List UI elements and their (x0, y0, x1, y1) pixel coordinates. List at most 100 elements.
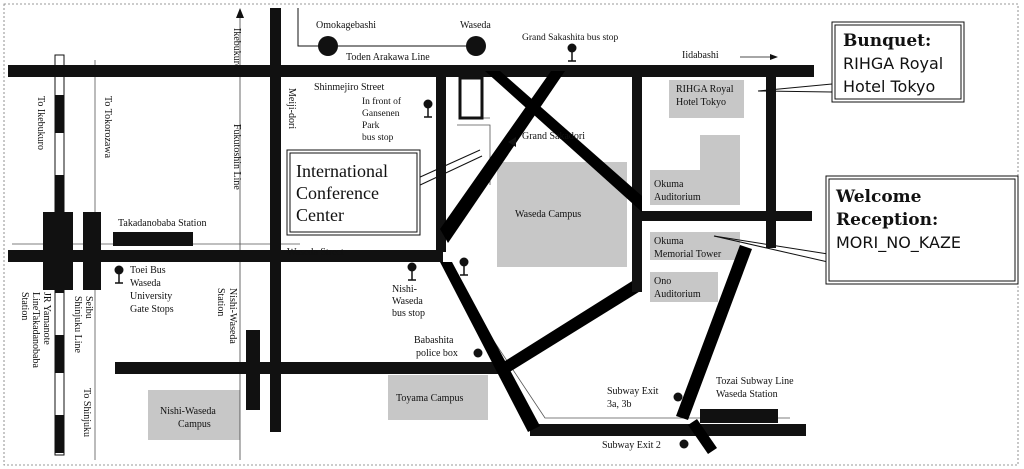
nishi-waseda-bus-label-2: Waseda (392, 296, 423, 307)
toei-bus-label-3: University (130, 291, 172, 302)
nishi-waseda-station-label-1: Nishi-Waseda (227, 288, 238, 344)
toden-line-track (297, 8, 476, 47)
gansenen-label-1: In front of (362, 96, 402, 107)
waseda-campus-label: Waseda Campus (515, 209, 581, 220)
takadanobaba-platform (113, 232, 193, 246)
jr-label-1: JR Yamanote (41, 292, 52, 345)
okuma-auditorium-label-2: Auditorium (654, 192, 701, 203)
conference-title-1: International (296, 161, 388, 181)
okuma-tower-label-2: Memorial Tower (654, 249, 722, 260)
rihga-side-road (766, 70, 776, 248)
grand-sakashita-bus-stop-icon (567, 43, 577, 62)
conference-title-3: Center (296, 205, 344, 225)
okuma-auditorium-building (650, 135, 740, 205)
meiji-inner-box (458, 76, 484, 120)
ikebukuro-top-label: Ikebukuro (231, 28, 242, 69)
okuma-cross-road (640, 211, 812, 221)
shinmejiro-street (8, 65, 814, 77)
rihga-label-2: Hotel Tokyo (676, 97, 726, 108)
grand-sakadori-label: Grand Sakadori (522, 131, 585, 142)
nishi-waseda-bus-stop-icon (407, 262, 417, 281)
welcome-callout: Welcome Reception: MORI_NO_KAZE (713, 175, 1019, 285)
grand-sakashita-label: Grand Sakashita bus stop (522, 33, 619, 43)
jr-label-2: LineTakadanobaba (30, 292, 41, 368)
grand-sakadori-pointer-icon (508, 137, 516, 147)
welcome-venue: MORI_NO_KAZE (836, 233, 961, 253)
iidabashi-label: Iidabashi (682, 50, 719, 61)
banquet-title: Bunquet: (843, 31, 931, 51)
subway-exit-3-label-2: 3a, 3b (607, 399, 631, 410)
nishi-waseda-campus-label-1: Nishi-Waseda (160, 406, 216, 417)
rihga-building (669, 80, 744, 118)
okuma-tower-building (650, 232, 740, 260)
subway-exit-3-label-1: Subway Exit (607, 386, 659, 397)
conference-title-2: Conference (296, 183, 379, 203)
banquet-callout: Bunquet: RIHGA Royal Hotel Tokyo (757, 21, 965, 103)
toyama-campus-label: Toyama Campus (396, 393, 463, 404)
waseda-tram-label: Waseda (460, 20, 491, 31)
campus-east-road (632, 212, 642, 292)
welcome-title-2: Reception: (836, 210, 938, 230)
meiji-dori-label: Meiji-dori (286, 88, 297, 129)
tozai-bottom-road (530, 424, 806, 436)
jr-label-3: Station (19, 292, 30, 320)
tozai-platform (700, 409, 778, 423)
nishi-waseda-platform (246, 330, 260, 410)
omokagebashi-label: Omokagebashi (316, 20, 376, 31)
toyama-campus-block (388, 375, 488, 420)
toei-bus-label-1: Toei Bus (130, 265, 166, 276)
shinmejiro-label: Shinmejiro Street (314, 82, 384, 93)
banquet-line-3: Hotel Tokyo (843, 77, 935, 96)
ono-auditorium-label-2: Auditorium (654, 289, 701, 300)
okuma-tower-label-1: Okuma (654, 236, 684, 247)
subway-exit-2-marker (679, 439, 689, 449)
waseda-bus-stop-icon (459, 257, 469, 276)
gansenen-label-2: Gansenen (362, 109, 400, 119)
meiji-dori (270, 8, 281, 432)
seibu-station-block (83, 212, 101, 290)
takadanobaba-station-label: Takadanobaba Station (118, 218, 206, 229)
waseda-diagonal (440, 262, 540, 432)
conference-callout: International Conference Center (286, 149, 483, 236)
subway-exit-2-label: Subway Exit 2 (602, 440, 661, 451)
iidabashi-vertical (632, 70, 642, 220)
nishi-waseda-campus-label-2: Campus (178, 419, 211, 430)
gansenen-label-4: bus stop (362, 133, 394, 143)
tower-diagonal (676, 245, 752, 420)
police-box-marker (473, 348, 483, 358)
rihga-label-1: RIHGA Royal (676, 84, 734, 95)
ono-auditorium-label-1: Ono (654, 276, 671, 287)
ikebukuro-arrowhead (236, 8, 244, 18)
toei-bus-label-4: Gate Stops (130, 304, 174, 315)
tozai-line-label-1: Tozai Subway Line (716, 376, 794, 387)
waseda-tram-stop (466, 36, 486, 56)
meiji-dori-east (436, 77, 446, 252)
fukutoshin-line-label: Fukutoshin Line (231, 124, 242, 190)
police-box-label-2: police box (416, 348, 458, 359)
campus-diagonal (497, 278, 642, 378)
subway-stub (688, 419, 717, 454)
seibu-label-1: Seibu (83, 296, 94, 319)
nishi-waseda-bus-label-3: bus stop (392, 308, 425, 319)
iidabashi-arrowhead (770, 54, 778, 60)
lower-street (115, 362, 505, 374)
toei-bus-label-2: Waseda (130, 278, 161, 289)
tozai-line-label-2: Waseda Station (716, 389, 778, 400)
waseda-campus-block (497, 162, 627, 267)
okuma-auditorium-label-1: Okuma (654, 179, 684, 190)
takadanobaba-station-block (43, 212, 73, 290)
to-ikebukuro-label: To Ikebukuro (35, 96, 46, 150)
to-shinjuku-label: To Shinjuku (81, 388, 92, 437)
banquet-line-2: RIHGA Royal (843, 54, 943, 73)
police-box-label-1: Babashita (414, 335, 454, 346)
gansenen-label-3: Park (362, 121, 380, 131)
iidabashi-diagonal (485, 71, 642, 212)
nishi-waseda-bus-label-1: Nishi- (392, 284, 417, 295)
waseda-street-label: Waseda Street (287, 247, 344, 258)
toei-bus-stop-icon (114, 265, 124, 284)
welcome-title-1: Welcome (835, 187, 922, 207)
to-tokorozawa-label: To Tokorozawa (102, 96, 113, 159)
gansenen-bus-stop-icon (423, 99, 433, 118)
omokagebashi-stop (318, 36, 338, 56)
